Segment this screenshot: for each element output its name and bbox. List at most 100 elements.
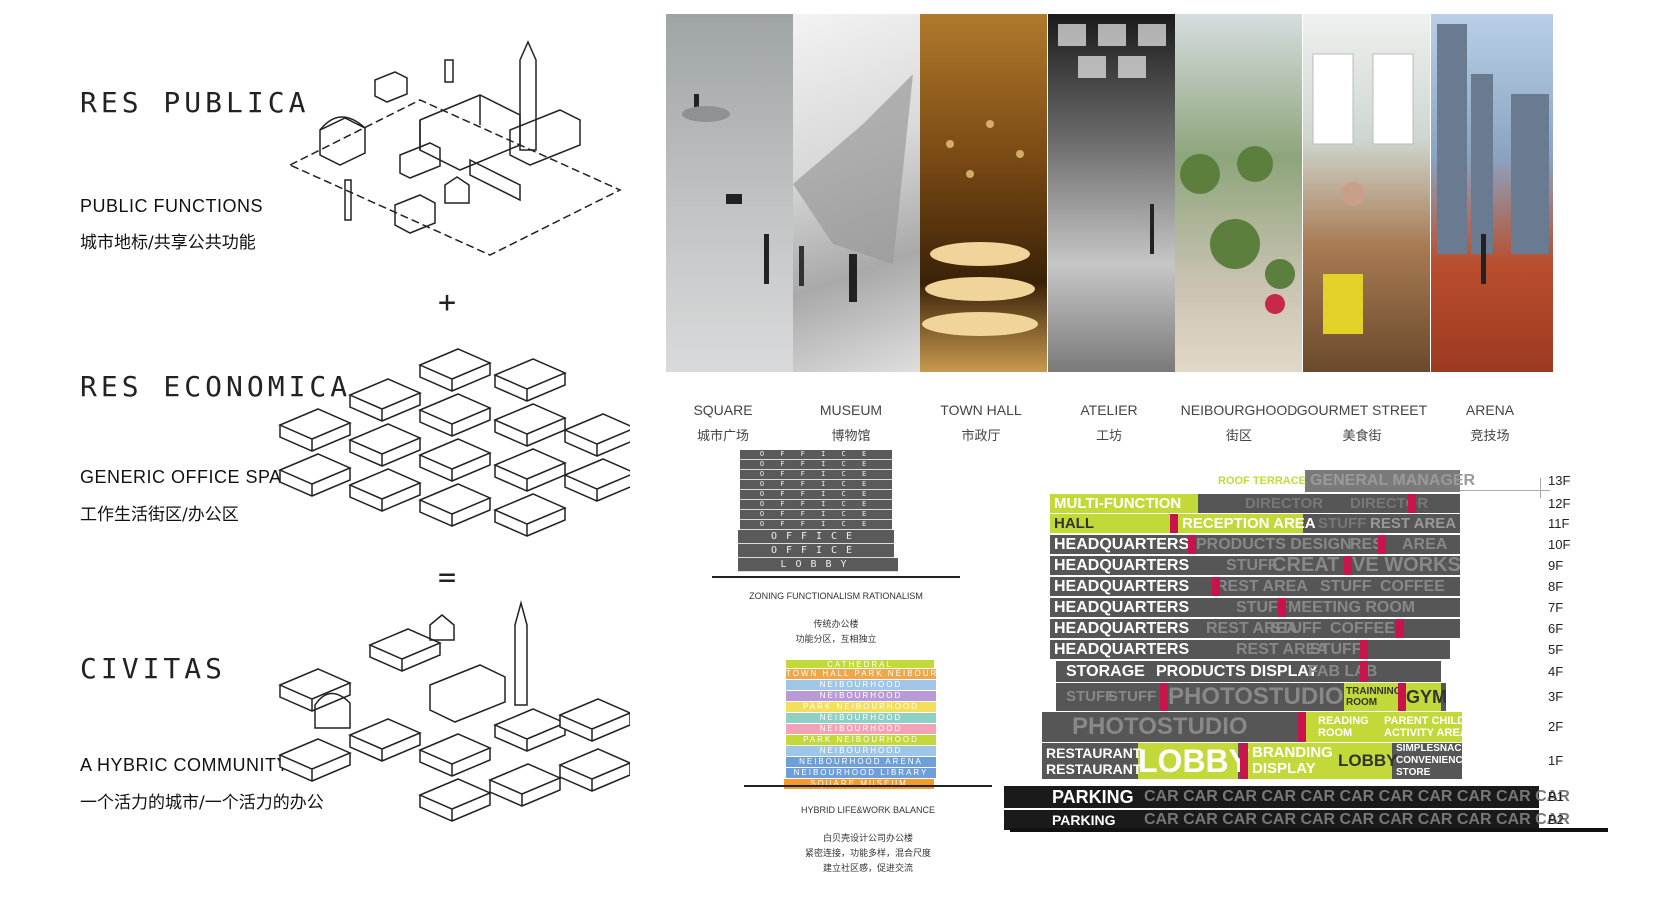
concept-subtitle: A HYBRIC COMMUNITY — [80, 755, 290, 775]
building-block — [278, 738, 352, 782]
concept-subtitle-zh: 一个活力的城市/一个活力的办公 — [80, 793, 324, 813]
office-caption-zh-1: 传统办公楼 — [813, 620, 859, 630]
concept-subtitle: PUBLIC FUNCTIONS — [80, 196, 264, 216]
section-room-label: COFFEE — [1330, 620, 1395, 637]
section-room-label: TRAINNING — [1346, 686, 1402, 697]
section-roof-edge — [1540, 478, 1541, 498]
section-room-label: STUFF — [1108, 688, 1157, 705]
floor-label: 7F — [1548, 599, 1564, 615]
section-room-label: PRODUCTS DESIGN — [1196, 536, 1352, 553]
hybrid-floor: NEIBOURHOOD — [786, 680, 936, 691]
photo-neibourghood — [1175, 14, 1302, 372]
section-room-label: LOBBY — [1338, 751, 1398, 770]
concept-title: RES PUBLICA — [80, 86, 310, 119]
caption-museum: MUSEUM — [819, 402, 883, 418]
photo-town-hall — [920, 14, 1047, 372]
floor-label: B2 — [1548, 812, 1564, 827]
section-room-label: PARKING — [1052, 812, 1116, 828]
equals-sign: = — [438, 560, 457, 595]
section-floor-b2: PARKING CAR CAR CAR CAR CAR CAR CAR CAR C… — [1004, 810, 1570, 830]
office-floor: O F F I C E — [740, 470, 892, 480]
floor-label: 3F — [1548, 689, 1564, 704]
section-zone — [1302, 712, 1462, 742]
section-floor-13f: ROOF TERRACE GENERAL MANAGER — [1050, 470, 1475, 492]
section-room-label: SIMPLESNACK — [1396, 743, 1469, 754]
floor-label: 10F — [1548, 536, 1571, 552]
office-floor: O F F I C E — [740, 450, 892, 460]
circulation-core — [1408, 494, 1416, 513]
circulation-core — [1378, 535, 1386, 554]
office-floor: O F F I C E — [740, 510, 892, 520]
floor-label: 8F — [1548, 578, 1564, 594]
building-block — [493, 403, 567, 447]
section-room-label: GENERAL MANAGER — [1310, 472, 1476, 489]
section-room-label: ROOF TERRACE — [1218, 475, 1306, 487]
concept-subtitle-zh: 城市地标/共享公共功能 — [80, 233, 256, 253]
caption-neibourghood-zh: 街区 — [1225, 429, 1252, 444]
circulation-core — [1278, 598, 1286, 617]
floor-label: 6F — [1548, 620, 1564, 636]
section-zone — [1178, 514, 1303, 533]
section-room-label: PHOTOSTUDIO — [1072, 713, 1248, 740]
section-room-label: CAR CAR CAR CAR CAR CAR CAR CAR CAR CAR … — [1144, 811, 1570, 828]
section-room-label: HEADQUARTERS — [1054, 599, 1190, 616]
hybrid-floor: NEIBOURHOOD ARENA — [786, 757, 936, 768]
caption-atelier-zh: 工坊 — [1095, 429, 1122, 444]
section-room-label: STUFF — [1320, 578, 1372, 595]
caption-arena: ARENA — [1465, 402, 1515, 418]
section-zone — [1050, 494, 1198, 513]
floor-label: 13F — [1548, 473, 1571, 488]
building-block — [493, 358, 567, 402]
building-block — [493, 708, 567, 752]
section-room-label: STUFF — [1318, 515, 1367, 532]
circulation-core — [1360, 661, 1368, 682]
circulation-core — [1160, 683, 1168, 711]
hybrid-caption: HYBRID LIFE&WORK BALANCE — [800, 805, 936, 815]
section-room-label: CAR CAR CAR CAR CAR CAR CAR CAR CAR CAR … — [1144, 788, 1570, 805]
hybrid-caption-zh-1: 白贝壳设计公司办公楼 — [822, 834, 913, 844]
caption-square-zh: 城市广场 — [696, 429, 749, 444]
building-block — [558, 748, 630, 792]
circulation-core — [1396, 619, 1404, 638]
photo-arena — [1431, 14, 1553, 372]
section-room-label: HEADQUARTERS — [1054, 536, 1190, 553]
section-room-label: PHOTOSTUDIO — [1168, 683, 1344, 710]
concept-title: RES ECONOMICA — [80, 370, 352, 403]
hybrid-floor: NEIBOURHOOD LIBRARY — [786, 768, 936, 779]
building-block — [493, 493, 567, 537]
section-room-label: ROOM — [1346, 697, 1378, 708]
concept-subtitle-zh: 工作生活街区/办公区 — [80, 505, 239, 525]
floor-label: 5F — [1548, 641, 1564, 657]
hybrid-floor: CATHEDRAL — [786, 660, 934, 669]
section-room-label: HALL — [1054, 515, 1094, 532]
building-block — [348, 423, 422, 467]
section-zone — [1050, 470, 1215, 492]
section-room-label: STUFF — [1236, 599, 1288, 616]
hybrid-floor: PARK NEIBOURHOOD — [786, 735, 936, 746]
section-room-label: REST AREA — [1236, 641, 1328, 658]
section-room-label: PARENT CHILD — [1384, 715, 1466, 727]
section-room-label: REST AREA — [1370, 515, 1457, 532]
section-room-label: LOBBY — [1138, 743, 1250, 779]
section-room-label: COFFEE — [1380, 578, 1445, 595]
floor-label: 12F — [1548, 495, 1571, 511]
floor-label: 9F — [1548, 557, 1564, 573]
building-block — [278, 453, 352, 497]
caption-arena-zh: 竞技场 — [1470, 429, 1510, 444]
photo-square — [666, 14, 793, 372]
building-block — [558, 698, 630, 742]
hybrid-ground-line — [744, 785, 992, 787]
section-room-label: ROOM — [1318, 727, 1353, 739]
hybrid-city-sketch — [278, 600, 630, 822]
building-block — [418, 778, 492, 822]
section-room-label: HEADQUARTERS — [1054, 557, 1190, 574]
